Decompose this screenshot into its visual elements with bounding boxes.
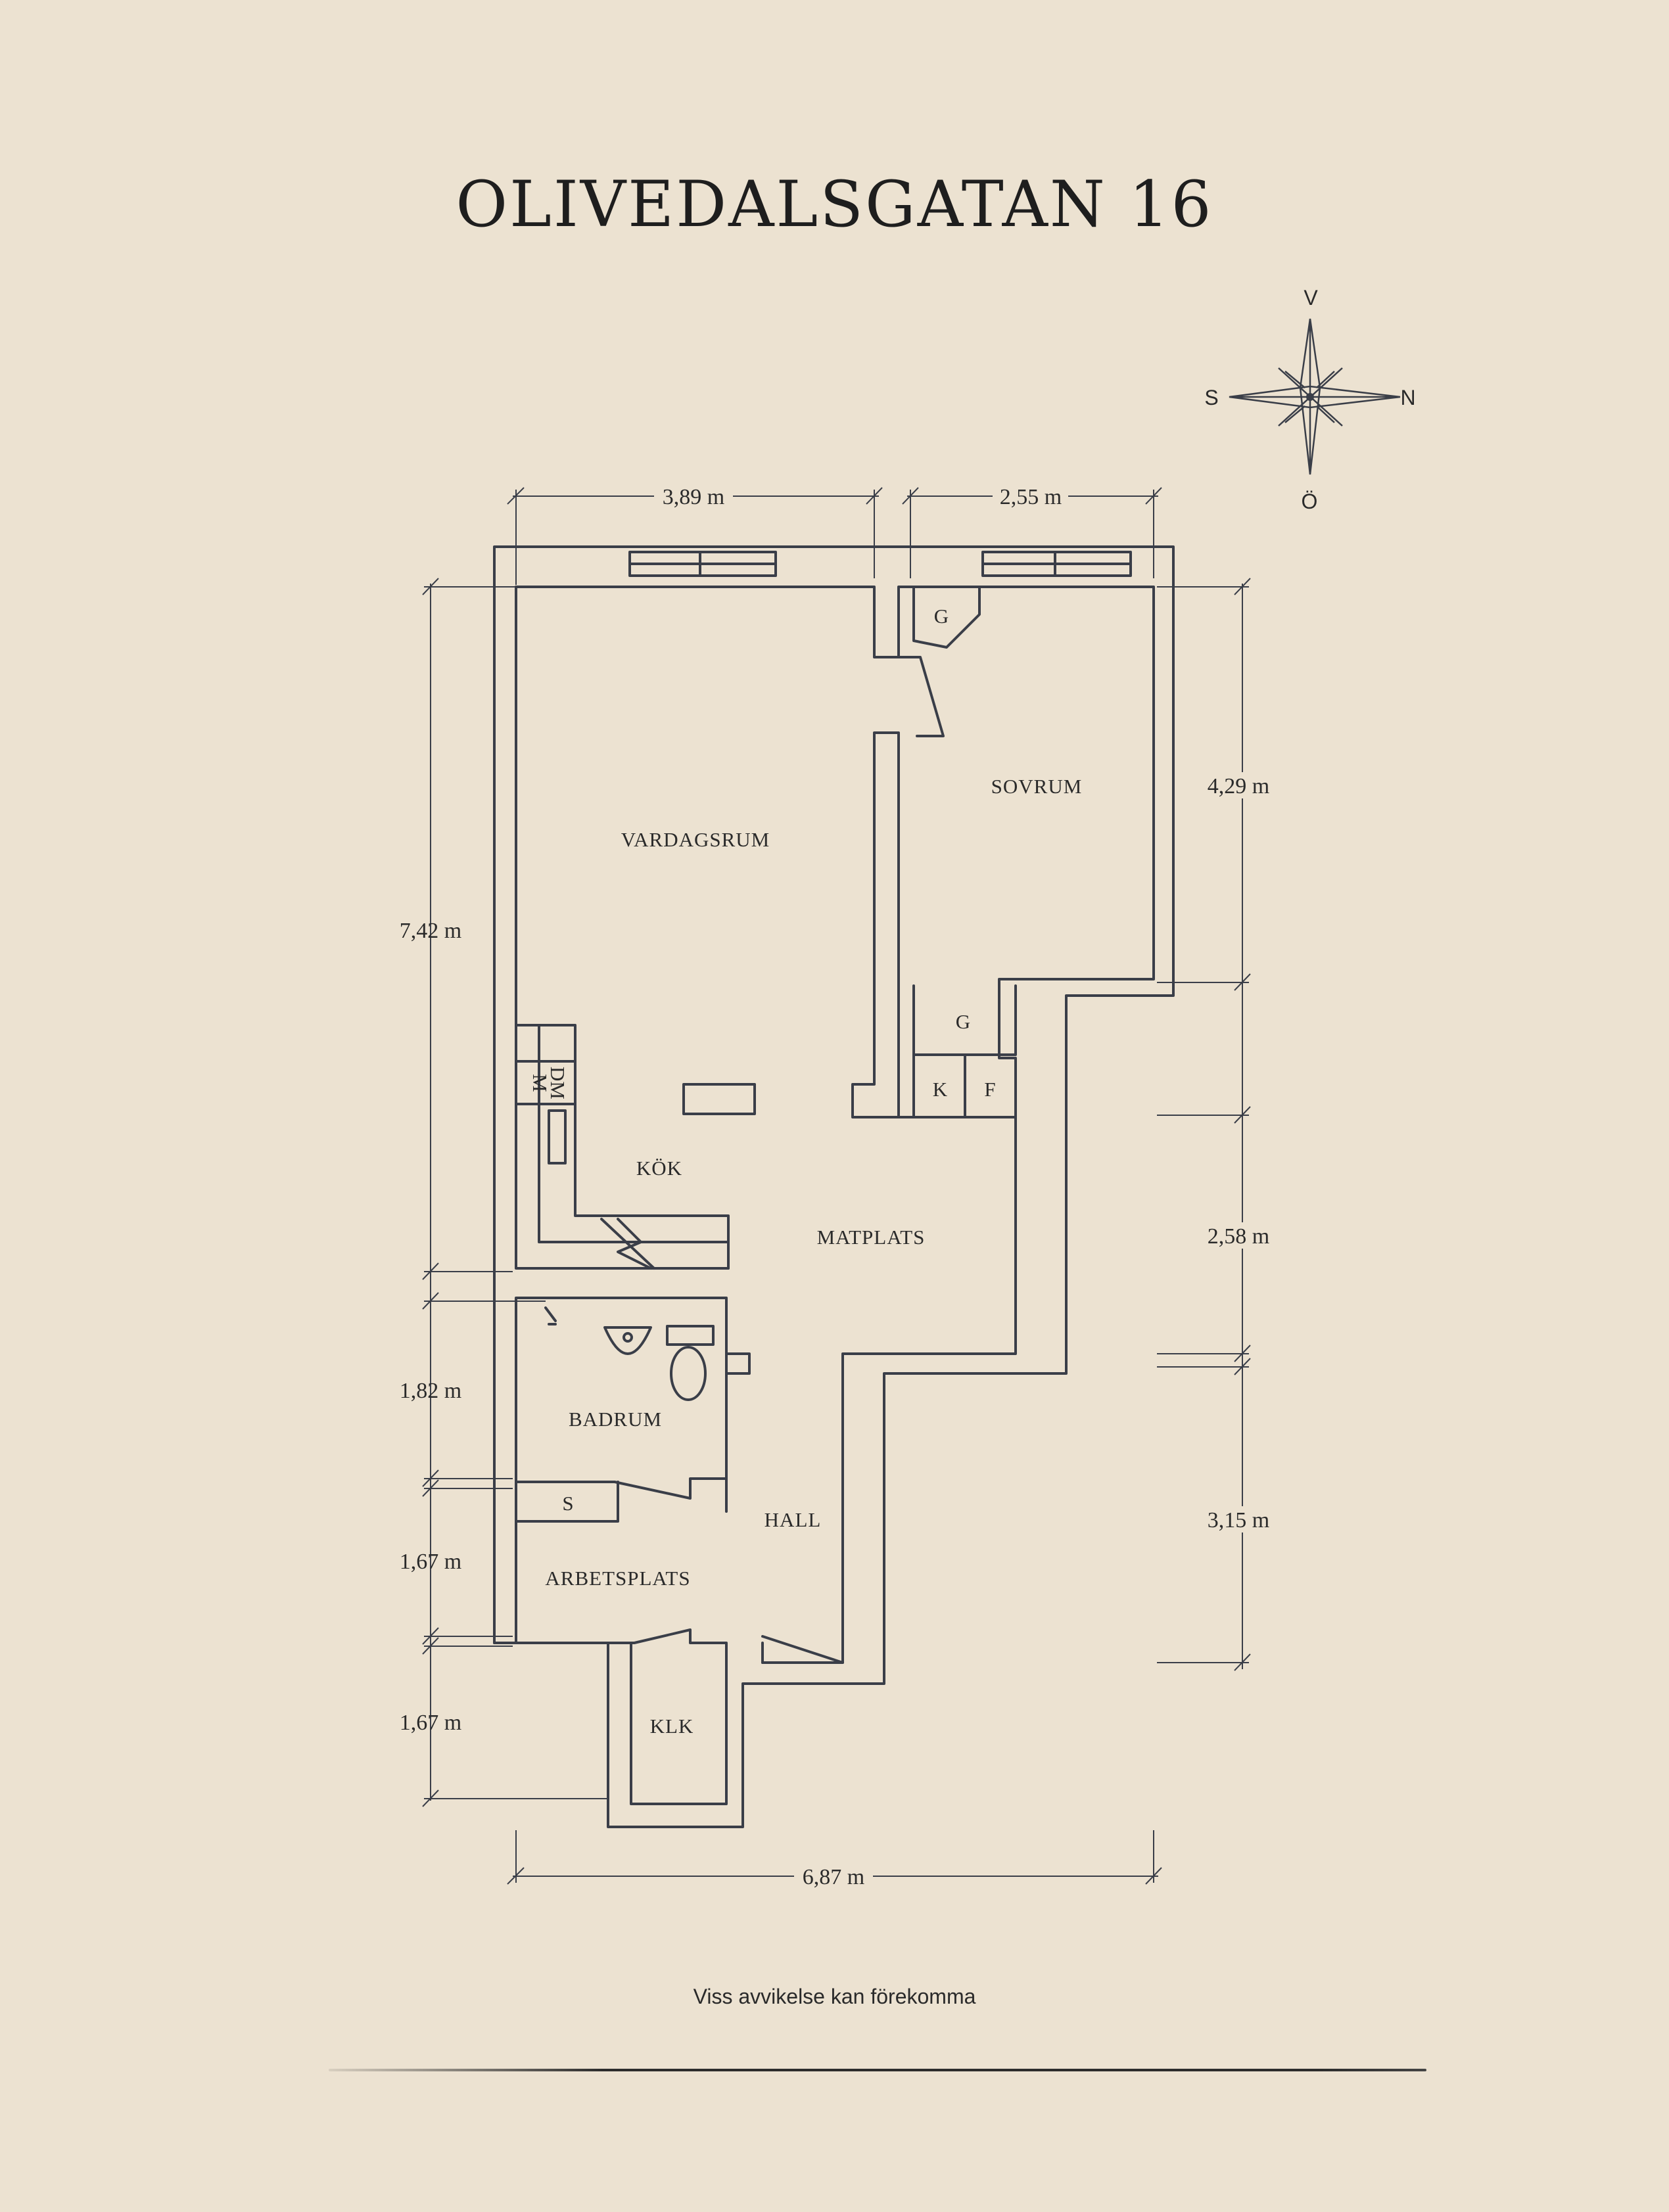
fixture-f: F <box>984 1078 995 1101</box>
disclaimer: Viss avvikelse kan förekomma <box>693 1985 976 2008</box>
inner-wall <box>515 586 1155 1664</box>
partition-wall <box>851 731 1017 1118</box>
dim-left-2: 1,82 m <box>400 1379 461 1403</box>
window-left <box>628 551 777 577</box>
compass-right-label: N <box>1400 386 1415 409</box>
room-vardagsrum: VARDAGSRUM <box>621 828 770 851</box>
dishwasher <box>515 1060 576 1164</box>
klk-wall <box>493 1504 728 1805</box>
fixture-g-top: G <box>934 605 949 628</box>
dim-top-right: 2,55 m <box>1000 485 1062 509</box>
dim-bottom: 6,87 m <box>803 1865 864 1889</box>
room-klk: KLK <box>650 1715 694 1738</box>
dim-right-3: 3,15 m <box>1208 1508 1269 1532</box>
window-right <box>981 551 1132 577</box>
compass-star <box>1229 318 1401 475</box>
shower-tap <box>544 1306 557 1325</box>
fixture-g-bottom: G <box>956 1010 970 1033</box>
kitchen-island <box>682 1083 756 1115</box>
room-arbetsplats: ARBETSPLATS <box>545 1567 690 1590</box>
room-badrum: BADRUM <box>569 1408 662 1431</box>
inner-wall-left <box>515 586 730 1270</box>
bathroom-door-stub <box>725 1352 751 1375</box>
dim-left-1: 7,42 m <box>400 919 461 943</box>
wardrobe-s <box>515 1481 619 1523</box>
wardrobe-top <box>912 586 981 649</box>
dim-top-left: 3,89 m <box>663 485 724 509</box>
dim-ticks <box>422 487 1251 1885</box>
dim-left-4: 1,67 m <box>400 1711 461 1735</box>
fridge-freezer <box>912 1053 1017 1118</box>
dim-line-right <box>1157 584 1249 1669</box>
fixture-m: M <box>529 1074 552 1092</box>
sovrum-door <box>897 656 945 737</box>
room-hall: HALL <box>764 1508 822 1531</box>
toilet-bowl <box>670 1346 707 1401</box>
dim-line-left <box>424 584 608 1801</box>
dim-left-3: 1,67 m <box>400 1550 461 1574</box>
bathroom-wall <box>515 1297 728 1513</box>
dim-right-2: 2,58 m <box>1208 1224 1269 1249</box>
compass-top-label: V <box>1304 286 1318 310</box>
room-matplats: MATPLATS <box>817 1226 926 1249</box>
outer-wall <box>493 545 1175 1828</box>
compass-left-label: S <box>1204 386 1218 409</box>
page-title: OLIVEDALSGATAN 16 <box>456 168 1213 241</box>
fixture-s: S <box>562 1492 573 1515</box>
compass <box>1229 318 1401 475</box>
footer-divider <box>329 2069 1426 2071</box>
fixture-dm: DM <box>546 1067 569 1099</box>
room-kok: KÖK <box>636 1157 682 1180</box>
compass-bottom-label: Ö <box>1302 490 1318 513</box>
sink-drain <box>623 1332 633 1343</box>
stove-symbol <box>600 1218 655 1270</box>
fixture-k: K <box>933 1078 948 1101</box>
toilet-tank <box>666 1325 715 1346</box>
dim-right-1: 4,29 m <box>1208 774 1269 798</box>
sink <box>603 1326 652 1355</box>
room-sovrum: SOVRUM <box>991 775 1083 798</box>
hall-door <box>761 1635 844 1664</box>
